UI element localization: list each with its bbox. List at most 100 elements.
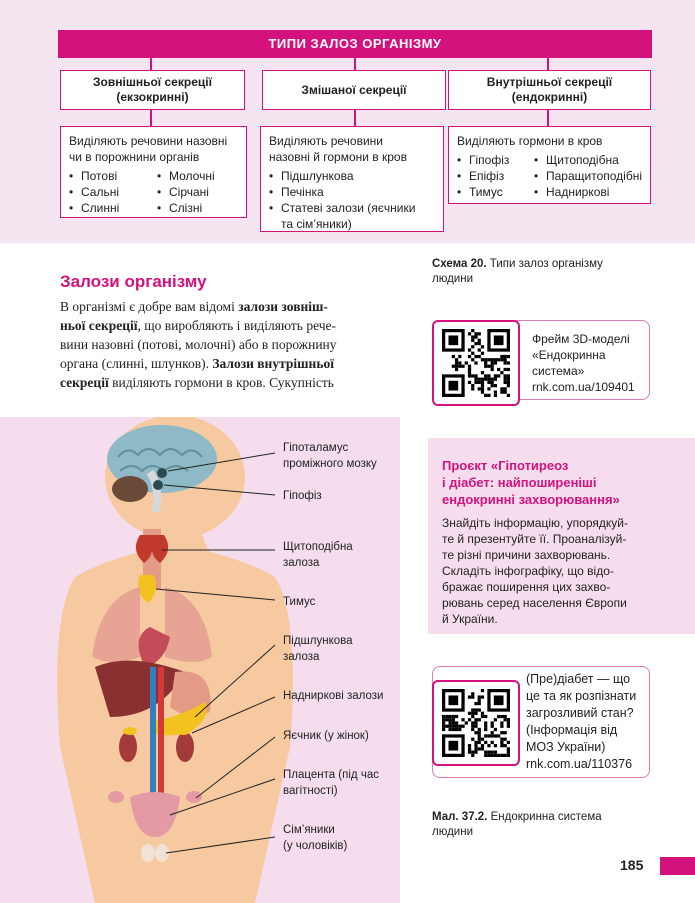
- qr-code-icon: [442, 689, 510, 757]
- qr-code-icon: [442, 329, 510, 397]
- page-number-bar: [660, 857, 695, 875]
- label-hypothalamus-line2: проміжного мозку: [283, 458, 377, 470]
- label-testes: Сім’яники (у чоловіків): [283, 822, 347, 854]
- project-text-line: Складіть інфографіку, що відо-: [442, 564, 614, 578]
- type-endocrine-line1: Внутрішньої секреції: [486, 75, 613, 89]
- scheme-title: ТИПИ ЗАЛОЗ ОРГАНІЗМУ: [58, 30, 652, 58]
- list-item: Підшлункова: [269, 168, 435, 184]
- project-title-line: Проєкт «Гіпотиреоз: [442, 458, 569, 473]
- p-bold: залози зовніш-: [238, 299, 328, 314]
- endocrine-illustration-panel: [0, 417, 400, 903]
- label-thymus: Тимус: [283, 596, 316, 608]
- label-pituitary: Гіпофіз: [283, 490, 322, 502]
- p-text: вини назовні (потові, молочні) або в пор…: [60, 337, 337, 352]
- p-text: виділяють гормони в кров. Сукупність: [108, 375, 334, 390]
- scheme-connector: [547, 110, 549, 126]
- label-pancreas-line1: Підшлункова: [283, 635, 353, 647]
- label-testes-line2: (у чоловіків): [283, 840, 348, 852]
- project-text-line: те й презентуйте її. Проаналізуй-: [442, 532, 627, 546]
- list-item: Печінка: [269, 184, 435, 200]
- scheme-caption-text2: людини: [432, 273, 473, 285]
- list-item: Паращитоподібні: [534, 168, 642, 184]
- detail-exocrine-desc2: чи в порожнини органів: [69, 150, 200, 164]
- scheme-caption: Схема 20. Типи залоз організму людини: [432, 257, 642, 287]
- qr1-line: система»: [532, 364, 585, 378]
- page-number: 185: [620, 857, 644, 873]
- project-text-line: те різні причини захворювань.: [442, 548, 611, 562]
- type-exocrine: Зовнішньої секреції (екзокринні): [60, 70, 245, 110]
- qr2-line: загрозливий стан?: [526, 706, 634, 720]
- qr2-line: МОЗ України): [526, 740, 606, 754]
- type-exocrine-line2: (екзокринні): [116, 90, 189, 104]
- label-adrenal: Надниркові залози: [283, 690, 384, 702]
- list-item: Молочні: [157, 168, 215, 184]
- type-mixed: Змішаної секреції: [262, 70, 446, 110]
- human-body-illustration: [57, 417, 293, 903]
- list-item: Сальні: [69, 184, 157, 200]
- list-item: Тимус: [457, 184, 534, 200]
- list-item: Потові: [69, 168, 157, 184]
- project-title: Проєкт «Гіпотиреоз і діабет: найпоширені…: [442, 457, 682, 508]
- label-placenta-line1: Плацента (під час: [283, 769, 379, 781]
- list-item: Епіфіз: [457, 168, 534, 184]
- qr1-line: Фрейм 3D-моделі: [532, 332, 630, 346]
- project-text: Знайдіть інформацію, упорядкуй- те й пре…: [442, 515, 680, 627]
- project-text-line: й України.: [442, 612, 498, 626]
- detail-mixed-cont: та сім’яники): [281, 217, 352, 231]
- label-ovary: Яєчник (у жінок): [283, 730, 369, 742]
- qr-code-frame[interactable]: [432, 320, 520, 406]
- qr2-line: (Інформація від: [526, 723, 618, 737]
- type-endocrine-line2: (ендокринні): [511, 90, 588, 104]
- label-thyroid-line2: залоза: [283, 557, 320, 569]
- scheme-connector: [354, 110, 356, 126]
- scheme-caption-label: Схема 20.: [432, 258, 487, 270]
- type-exocrine-line1: Зовнішньої секреції: [93, 75, 212, 89]
- qr2-link[interactable]: rnk.com.ua/110376: [526, 757, 633, 771]
- project-box: [428, 438, 695, 634]
- figure-caption-text2: людини: [432, 826, 473, 838]
- label-hypothalamus-line1: Гіпоталамус: [283, 442, 349, 454]
- project-text-line: бражає поширення цих захво-: [442, 580, 611, 594]
- detail-exocrine: Виділяють речовини назовні чи в порожнин…: [60, 126, 247, 218]
- figure-caption: Мал. 37.2. Ендокринна система людини: [432, 810, 642, 840]
- scheme-connector: [150, 58, 152, 70]
- list-item: Слізні: [157, 200, 215, 216]
- project-title-line: і діабет: найпоширеніші: [442, 475, 597, 490]
- type-endocrine: Внутрішньої секреції (ендокринні): [448, 70, 651, 110]
- p-text: , що виробляють і виділяють рече-: [137, 318, 337, 333]
- label-pancreas: Підшлункова залоза: [283, 633, 353, 665]
- type-mixed-label: Змішаної секреції: [301, 82, 407, 97]
- scheme-connector: [547, 58, 549, 70]
- label-pancreas-line2: залоза: [283, 651, 320, 663]
- p-bold: секреції: [60, 375, 109, 390]
- qr-code-frame[interactable]: [432, 680, 520, 766]
- detail-mixed-desc1: Виділяють речовини: [269, 134, 383, 148]
- scheme-connector: [354, 58, 356, 70]
- figure-caption-text: Ендокринна система: [490, 811, 602, 823]
- qr1-link[interactable]: rnk.com.ua/109401: [532, 380, 635, 394]
- detail-endocrine: Виділяють гормони в кров Гіпофіз Епіфіз …: [448, 126, 651, 204]
- main-paragraph: В організмі є добре вам відомі залози зо…: [60, 297, 403, 392]
- detail-mixed: Виділяють речовини назовні й гормони в к…: [260, 126, 444, 232]
- project-text-line: Знайдіть інформацію, упорядкуй-: [442, 516, 628, 530]
- qr2-line: (Пре)діабет — що: [526, 672, 631, 686]
- list-item: Надниркові: [534, 184, 642, 200]
- project-text-line: рювань серед населення Європи: [442, 596, 627, 610]
- p-text: В організмі є добре вам відомі: [60, 299, 239, 314]
- qr1-line: «Ендокринна: [532, 348, 606, 362]
- qr1-text: Фрейм 3D-моделі «Ендокринна система» rnk…: [532, 331, 644, 395]
- project-title-line: ендокринні захворювання»: [442, 492, 620, 507]
- list-item: Статеві залози (яєчники: [269, 200, 435, 216]
- p-bold: ньої секреції: [60, 318, 138, 333]
- p-bold: Залози внутрішньої: [212, 356, 334, 371]
- list-item: Гіпофіз: [457, 152, 534, 168]
- qr2-text: (Пре)діабет — що це та як розпізнати заг…: [526, 671, 650, 773]
- list-item: Сірчані: [157, 184, 215, 200]
- detail-exocrine-desc1: Виділяють речовини назовні: [69, 134, 228, 148]
- qr2-line: це та як розпізнати: [526, 689, 637, 703]
- label-hypothalamus: Гіпоталамус проміжного мозку: [283, 440, 377, 472]
- label-thyroid-line1: Щитоподібна: [283, 541, 353, 553]
- p-text: органа (слинні, шлунков).: [60, 356, 213, 371]
- label-thyroid: Щитоподібна залоза: [283, 539, 353, 571]
- detail-endocrine-desc: Виділяють гормони в кров: [457, 134, 603, 148]
